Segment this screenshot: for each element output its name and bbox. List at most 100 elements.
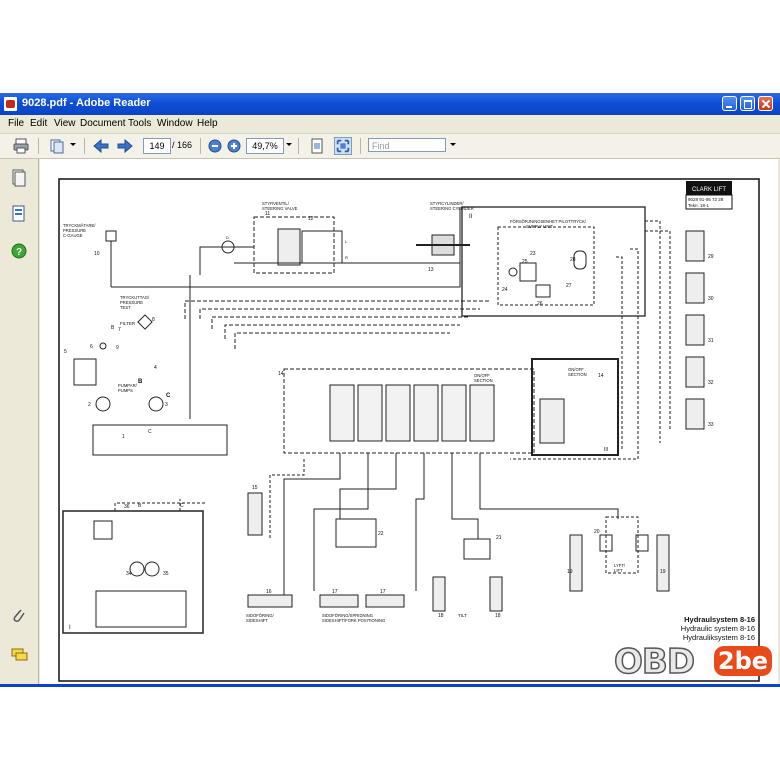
svg-text:13: 13 bbox=[428, 267, 434, 273]
zoom-in-icon[interactable] bbox=[225, 137, 243, 155]
svg-text:7: 7 bbox=[118, 327, 121, 333]
close-button[interactable] bbox=[758, 96, 773, 111]
zoom-out-icon[interactable] bbox=[206, 137, 224, 155]
menu-edit[interactable]: Edit bbox=[30, 118, 48, 129]
next-page-icon[interactable] bbox=[116, 137, 134, 155]
doc-sub: Tekn. 18-1 bbox=[688, 203, 710, 208]
relief-valve-5 bbox=[73, 358, 97, 386]
toolbar-separator bbox=[84, 138, 85, 154]
menu-view[interactable]: View bbox=[54, 118, 76, 129]
svg-text:26: 26 bbox=[537, 301, 543, 307]
menu-bar: File Edit View Document Tools Window Hel… bbox=[0, 115, 780, 151]
chevron-down-icon[interactable] bbox=[450, 143, 456, 146]
svg-text:14: 14 bbox=[278, 371, 284, 377]
svg-text:27: 27 bbox=[566, 283, 572, 289]
svg-text:4: 4 bbox=[154, 365, 157, 371]
cylinder-15 bbox=[247, 492, 263, 536]
page-number-input[interactable]: 149 bbox=[143, 138, 171, 154]
svg-text:15: 15 bbox=[252, 485, 258, 491]
watermark-logo: OBD 2be bbox=[613, 640, 774, 686]
svg-text:18: 18 bbox=[495, 613, 501, 619]
label-tilt: TILT bbox=[458, 613, 467, 618]
svg-text:B: B bbox=[111, 325, 115, 331]
caption-line3: Hydrauliksystem 8-16 bbox=[683, 633, 755, 642]
steering-spool bbox=[301, 230, 343, 264]
check-valve-25 bbox=[519, 262, 537, 282]
svg-text:C: C bbox=[148, 429, 152, 435]
label-sidoforing-left: SIDOFÖRING/SIDESHIFT bbox=[246, 613, 275, 623]
zoom-input[interactable]: 49,7% bbox=[246, 138, 284, 154]
svg-text:30: 30 bbox=[708, 296, 714, 302]
svg-text:20: 20 bbox=[594, 529, 600, 535]
help-icon[interactable]: ? bbox=[11, 243, 27, 259]
toolbar-separator bbox=[38, 138, 39, 154]
find-input[interactable]: Find bbox=[368, 138, 446, 152]
fit-page-icon[interactable] bbox=[308, 137, 326, 155]
svg-text:34: 34 bbox=[126, 571, 132, 577]
clark-logo-text: CLARK LIFT bbox=[692, 187, 726, 193]
lift-cylinder-left bbox=[569, 534, 583, 592]
svg-text:31: 31 bbox=[708, 338, 714, 344]
roman-2: II bbox=[469, 214, 473, 220]
pump-2 bbox=[95, 396, 111, 412]
schematic-frame bbox=[58, 178, 760, 682]
svg-text:28: 28 bbox=[570, 257, 576, 263]
svg-text:25: 25 bbox=[522, 259, 528, 265]
pressure-gauge bbox=[105, 230, 117, 242]
svg-text:8: 8 bbox=[152, 317, 155, 323]
roman-1: I bbox=[69, 625, 71, 631]
tilt-cylinder-right bbox=[489, 576, 503, 612]
minimize-button[interactable] bbox=[722, 96, 737, 111]
svg-text:24: 24 bbox=[502, 287, 508, 293]
valve-26 bbox=[535, 284, 551, 298]
svg-text:C: C bbox=[166, 393, 171, 399]
svg-text:16: 16 bbox=[266, 589, 272, 595]
toolbar-separator bbox=[298, 138, 299, 154]
control-valve-block bbox=[329, 384, 495, 442]
bookmarks-panel-icon[interactable] bbox=[11, 205, 27, 223]
label-lyft: LYFT/LIFT bbox=[614, 563, 626, 573]
label-styrcylinder: STYRCYLINDER/STEERING CYLINDER bbox=[430, 201, 474, 211]
caption-line2: Hydraulic system 8-16 bbox=[681, 624, 755, 633]
document-view[interactable]: CLARK LIFT 9028 91-06 72 28 Tekn. 18-1 I… bbox=[40, 159, 778, 684]
attachments-icon[interactable] bbox=[11, 607, 27, 625]
print-icon[interactable] bbox=[12, 137, 30, 155]
maximize-button[interactable] bbox=[740, 96, 755, 111]
menu-window[interactable]: Window bbox=[157, 118, 193, 129]
roman-3: III bbox=[604, 447, 608, 453]
tilt-cylinder-left bbox=[432, 576, 446, 612]
title-bar[interactable]: 9028.pdf - Adobe Reader bbox=[0, 93, 780, 115]
toolbar-separator bbox=[200, 138, 201, 154]
svg-text:?: ? bbox=[16, 247, 22, 258]
menu-tools[interactable]: Tools bbox=[128, 118, 152, 129]
tank-i bbox=[95, 590, 187, 628]
comments-icon[interactable] bbox=[11, 647, 29, 663]
valve-21 bbox=[463, 538, 491, 560]
menu-document[interactable]: Document bbox=[80, 118, 126, 129]
pages-panel-icon[interactable] bbox=[11, 169, 27, 187]
chevron-down-icon[interactable] bbox=[286, 143, 292, 146]
previous-page-icon[interactable] bbox=[92, 137, 110, 155]
section-iii-frame bbox=[531, 358, 619, 456]
relief-valve-36 bbox=[93, 520, 113, 540]
svg-text:C: C bbox=[180, 503, 184, 509]
cylinder-17-left bbox=[319, 594, 359, 608]
pump-3 bbox=[148, 396, 164, 412]
pages-icon[interactable] bbox=[48, 137, 66, 155]
menu-help[interactable]: Help bbox=[197, 118, 218, 129]
svg-text:35: 35 bbox=[163, 571, 169, 577]
svg-text:B: B bbox=[138, 379, 143, 385]
menu-file[interactable]: File bbox=[8, 118, 25, 129]
chevron-down-icon[interactable] bbox=[70, 143, 76, 146]
window-bottom-border bbox=[0, 684, 780, 687]
svg-text:B: B bbox=[138, 503, 142, 509]
section-i-frame bbox=[62, 510, 204, 634]
svg-text:12: 12 bbox=[308, 216, 314, 222]
full-screen-icon[interactable] bbox=[334, 137, 352, 155]
valve-22 bbox=[335, 518, 377, 548]
svg-text:R: R bbox=[345, 255, 348, 260]
